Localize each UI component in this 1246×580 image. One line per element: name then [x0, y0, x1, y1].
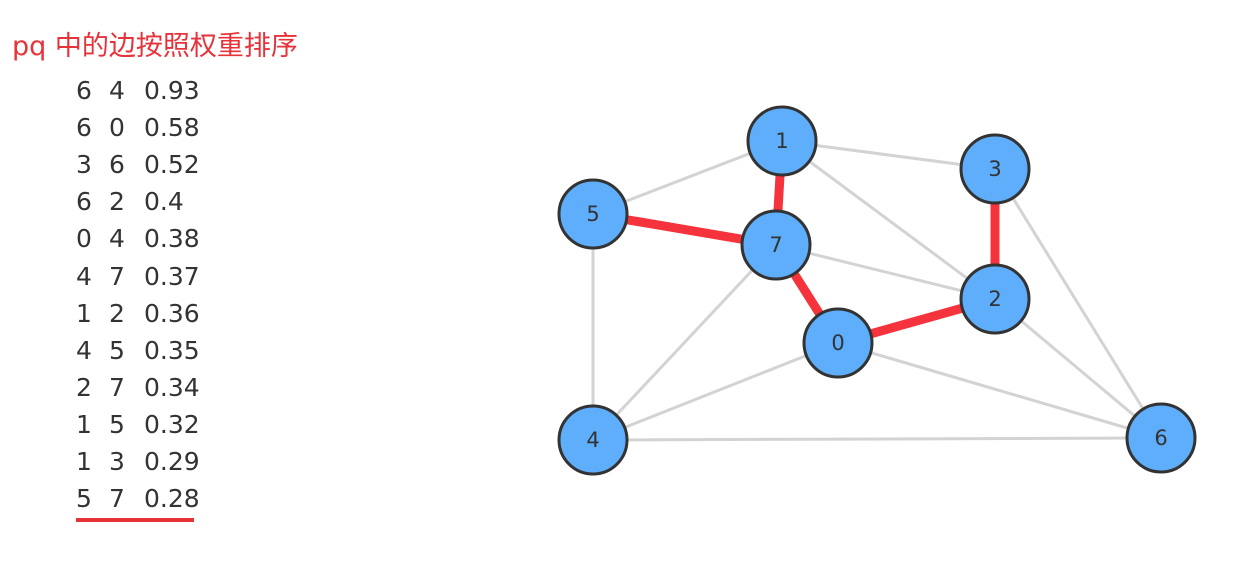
graph-edge-2-6	[994, 297, 1162, 440]
edge-weight: 0.93	[144, 76, 200, 105]
node-circle	[959, 133, 1031, 205]
edge-to: 5	[109, 335, 125, 365]
edge-from: 4	[76, 261, 92, 291]
graph-node-1: 1	[746, 105, 818, 177]
node-circle	[746, 105, 818, 177]
edge-weight: 0.4	[144, 187, 184, 217]
edge-to: 6	[109, 150, 125, 180]
edge-weight: 0.37	[144, 261, 200, 291]
current-edge-underline	[76, 518, 194, 522]
edge-weight: 0.34	[144, 372, 200, 402]
edge-from: 2	[76, 372, 92, 402]
edge-to: 7	[109, 261, 125, 291]
edge-weight: 0.52	[144, 150, 200, 180]
graph-edge-1-3	[781, 139, 996, 171]
edge-from: 5	[76, 484, 92, 514]
edge-to: 3	[109, 447, 125, 476]
edge-to: 7	[109, 372, 125, 402]
edge-from: 6	[76, 113, 92, 143]
edge-weight: 0.29	[144, 447, 200, 476]
node-label: 5	[586, 202, 599, 226]
graph-node-6: 6	[1125, 402, 1197, 474]
page-title: pq 中的边按照权重排序	[12, 31, 298, 62]
edge-from: 3	[76, 150, 92, 180]
node-label: 1	[775, 129, 788, 153]
edge-to: 4	[109, 76, 125, 105]
graph-edge-1-2	[781, 139, 996, 301]
graph-edges	[591, 139, 1163, 442]
graph-edge-7-2	[775, 243, 996, 301]
node-label: 3	[988, 157, 1001, 181]
node-circle	[557, 404, 629, 476]
graph-nodes: 0 1 2 3 4 5 6 7	[557, 105, 1197, 476]
node-label: 4	[586, 428, 599, 452]
edge-weight: 0.36	[144, 298, 200, 328]
edge-from: 1	[76, 409, 92, 439]
graph-edge-3-6	[993, 168, 1163, 439]
node-label: 7	[769, 233, 782, 257]
graph-node-2: 2	[959, 263, 1031, 335]
edge-weight: 0.38	[144, 224, 200, 254]
graph-edge-4-0	[592, 341, 839, 442]
edge-from: 6	[76, 187, 92, 217]
graph-node-0: 0	[802, 307, 874, 379]
edge-to: 0	[109, 113, 125, 143]
edge-to: 5	[109, 409, 125, 439]
node-circle	[557, 178, 629, 250]
edge-from: 6	[76, 76, 92, 105]
edge-weight: 0.35	[144, 335, 200, 365]
graph-node-7: 7	[740, 209, 812, 281]
edge-to: 7	[109, 484, 125, 514]
graph-node-3: 3	[959, 133, 1031, 205]
edge-weight: 0.28	[144, 484, 200, 514]
node-circle	[1125, 402, 1197, 474]
edge-from: 0	[76, 224, 92, 254]
node-label: 6	[1154, 426, 1167, 450]
edge-to: 2	[109, 187, 125, 217]
node-circle	[740, 209, 812, 281]
edge-from: 1	[76, 447, 92, 476]
node-label: 0	[831, 331, 844, 355]
edge-to: 2	[109, 298, 125, 328]
graph-edge-4-6	[592, 436, 1162, 442]
graph-node-4: 4	[557, 404, 629, 476]
edge-weight: 0.58	[144, 113, 200, 143]
edge-to: 4	[109, 224, 125, 254]
graph-node-5: 5	[557, 178, 629, 250]
graph-edge-0-6	[837, 341, 1162, 440]
edge-from: 4	[76, 335, 92, 365]
node-circle	[959, 263, 1031, 335]
node-circle	[802, 307, 874, 379]
edge-from: 1	[76, 298, 92, 328]
node-label: 2	[988, 287, 1001, 311]
graph-edge-4-7	[591, 243, 778, 442]
edge-weight: 0.32	[144, 409, 200, 439]
